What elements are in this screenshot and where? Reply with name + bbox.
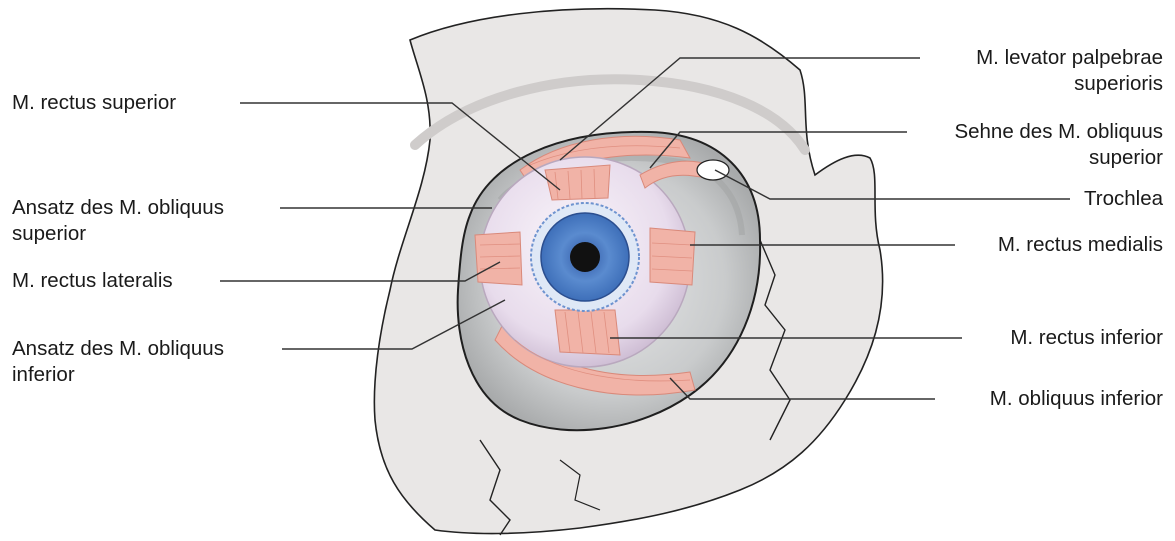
rectus-lateralis-muscle <box>475 232 522 285</box>
label-ansatz-obliquus-superior: Ansatz des M. obliquus superior <box>12 195 224 247</box>
label-obliquus-inferior: M. obliquus inferior <box>990 386 1163 412</box>
label-rectus-lateralis: M. rectus lateralis <box>12 268 173 294</box>
label-text: superior <box>954 145 1163 171</box>
rectus-inferior-muscle <box>555 310 620 355</box>
label-rectus-inferior: M. rectus inferior <box>1010 325 1163 351</box>
label-text: superioris <box>976 71 1163 97</box>
label-trochlea: Trochlea <box>1084 186 1163 212</box>
label-text: M. obliquus inferior <box>990 386 1163 412</box>
label-ansatz-obliquus-inferior: Ansatz des M. obliquus inferior <box>12 336 224 388</box>
label-text: M. rectus medialis <box>998 232 1163 258</box>
label-rectus-medialis: M. rectus medialis <box>998 232 1163 258</box>
trochlea-shape <box>697 160 729 180</box>
label-text: Trochlea <box>1084 186 1163 212</box>
label-text: M. rectus superior <box>12 90 176 116</box>
label-text: M. rectus lateralis <box>12 268 173 294</box>
label-rectus-superior: M. rectus superior <box>12 90 176 116</box>
label-text: M. rectus inferior <box>1010 325 1163 351</box>
label-text: Ansatz des M. obliquus <box>12 195 224 221</box>
label-text: superior <box>12 221 224 247</box>
label-sehne-obliquus-superior: Sehne des M. obliquus superior <box>954 119 1163 171</box>
label-text: M. levator palpebrae <box>976 45 1163 71</box>
label-text: Ansatz des M. obliquus <box>12 336 224 362</box>
label-levator-palpebrae: M. levator palpebrae superioris <box>976 45 1163 97</box>
pupil <box>570 242 600 272</box>
label-text: inferior <box>12 362 224 388</box>
label-text: Sehne des M. obliquus <box>954 119 1163 145</box>
rectus-superior-muscle <box>545 165 610 200</box>
